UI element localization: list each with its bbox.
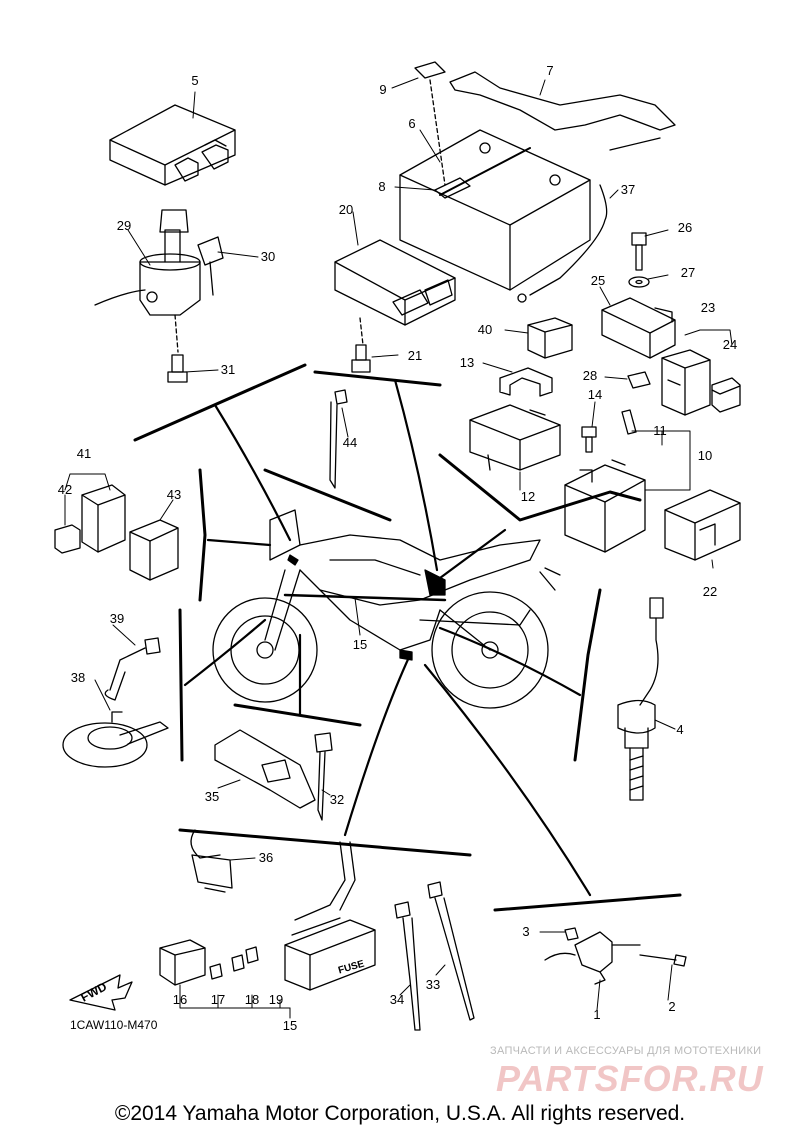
- callout-15-upper: 15: [352, 637, 368, 652]
- battery-band: [414, 61, 471, 199]
- watermark-logo: PARTSFOR.RU: [496, 1058, 764, 1099]
- callout-18: 18: [244, 992, 260, 1007]
- washer-27: [628, 276, 650, 288]
- battery: [399, 129, 591, 291]
- callout-35: 35: [204, 789, 220, 804]
- callout-28: 28: [582, 368, 598, 383]
- callout-30: 30: [260, 249, 276, 264]
- coupler-16: [159, 939, 206, 986]
- callout-22: 22: [702, 584, 718, 599]
- callout-4: 4: [676, 722, 684, 737]
- horn-lead-39: [104, 637, 161, 701]
- callout-44: 44: [342, 435, 358, 450]
- callout-42: 42: [57, 482, 73, 497]
- copyright-notice: ©2014 Yamaha Motor Corporation, U.S.A. A…: [114, 1102, 686, 1125]
- relay-41: [81, 484, 126, 553]
- fuse-18: [231, 954, 245, 972]
- callout-43: 43: [166, 487, 182, 502]
- cable-tie-33: [427, 881, 475, 1021]
- callout-33: 33: [425, 977, 441, 992]
- callout-10: 10: [697, 448, 713, 463]
- callout-19: 19: [268, 992, 284, 1007]
- relay-25: [601, 297, 676, 359]
- cover-12: [469, 404, 561, 471]
- clip-28: [627, 371, 651, 389]
- callout-29: 29: [116, 218, 132, 233]
- spare-key: [197, 236, 224, 296]
- relay-40: [527, 317, 573, 359]
- horn: [62, 711, 169, 768]
- callout-34: 34: [389, 992, 405, 1007]
- relay-23: [661, 349, 711, 416]
- callout-27: 27: [680, 265, 696, 280]
- band-13: [499, 367, 553, 397]
- diagram-code: 1CAW110-M470: [70, 1018, 158, 1032]
- callout-32: 32: [329, 792, 345, 807]
- fuse-17: [209, 963, 223, 980]
- callout-14: 14: [587, 387, 603, 402]
- fwd-arrow: [69, 974, 133, 1011]
- starter-relay: [564, 459, 646, 553]
- callout-7: 7: [546, 63, 554, 78]
- fuse-box: [284, 841, 376, 991]
- callout-25: 25: [590, 273, 606, 288]
- callout-15-lower: 15: [282, 1018, 298, 1033]
- callout-5: 5: [191, 73, 199, 88]
- callout-9: 9: [379, 82, 387, 97]
- screw-2: [639, 954, 687, 967]
- leader-lines: [183, 378, 592, 897]
- battery-cable: [517, 137, 661, 303]
- rectifier-regulator: [334, 239, 456, 346]
- callout-3: 3: [522, 924, 530, 939]
- callout-37: 37: [620, 182, 636, 197]
- ecu-unit: [109, 104, 236, 186]
- relay-24: [711, 377, 741, 413]
- relay-43: [129, 519, 179, 581]
- ignition-switch: [94, 209, 201, 353]
- cover-35: [214, 729, 316, 809]
- switch-assembly: [544, 927, 641, 985]
- callout-24: 24: [722, 337, 738, 352]
- callout-26: 26: [677, 220, 693, 235]
- callout-13: 13: [459, 355, 475, 370]
- bolt-31: [167, 354, 188, 383]
- callout-31: 31: [220, 362, 236, 377]
- callout-39: 39: [109, 611, 125, 626]
- callout-6: 6: [408, 116, 416, 131]
- bolt-14: [581, 426, 597, 453]
- cable-tie-44: [329, 389, 348, 489]
- bolt-26: [631, 232, 647, 271]
- group-lines: [133, 363, 682, 912]
- callout-11: 11: [653, 423, 667, 438]
- sensor-4: [617, 597, 664, 801]
- callout-2: 2: [668, 999, 676, 1014]
- callout-40: 40: [477, 322, 493, 337]
- callout-1: 1: [593, 1007, 601, 1022]
- callout-21: 21: [407, 348, 423, 363]
- watermark-tagline: ЗАПЧАСТИ И АКСЕССУАРЫ ДЛЯ МОТОТЕХНИКИ: [490, 1045, 762, 1057]
- callout-12: 12: [520, 489, 536, 504]
- callout-16: 16: [172, 992, 188, 1007]
- bolt-21: [351, 344, 371, 373]
- callout-8: 8: [378, 179, 386, 194]
- callout-38: 38: [70, 670, 86, 685]
- battery-cover: [449, 71, 676, 131]
- callout-20: 20: [338, 202, 354, 217]
- relay-22: [664, 489, 741, 561]
- clamp-36: [190, 829, 233, 893]
- cable-tie-32: [314, 732, 333, 821]
- callout-17: 17: [210, 992, 226, 1007]
- callout-41: 41: [76, 446, 92, 461]
- callout-36: 36: [258, 850, 274, 865]
- callout-23: 23: [700, 300, 716, 315]
- motorcycle-outline: [212, 509, 561, 709]
- fuse-11: [621, 409, 637, 435]
- fuse-19: [245, 946, 259, 964]
- cable-tie-34: [394, 901, 421, 1031]
- callout-leaders: [64, 77, 733, 1019]
- relay-42: [54, 524, 81, 554]
